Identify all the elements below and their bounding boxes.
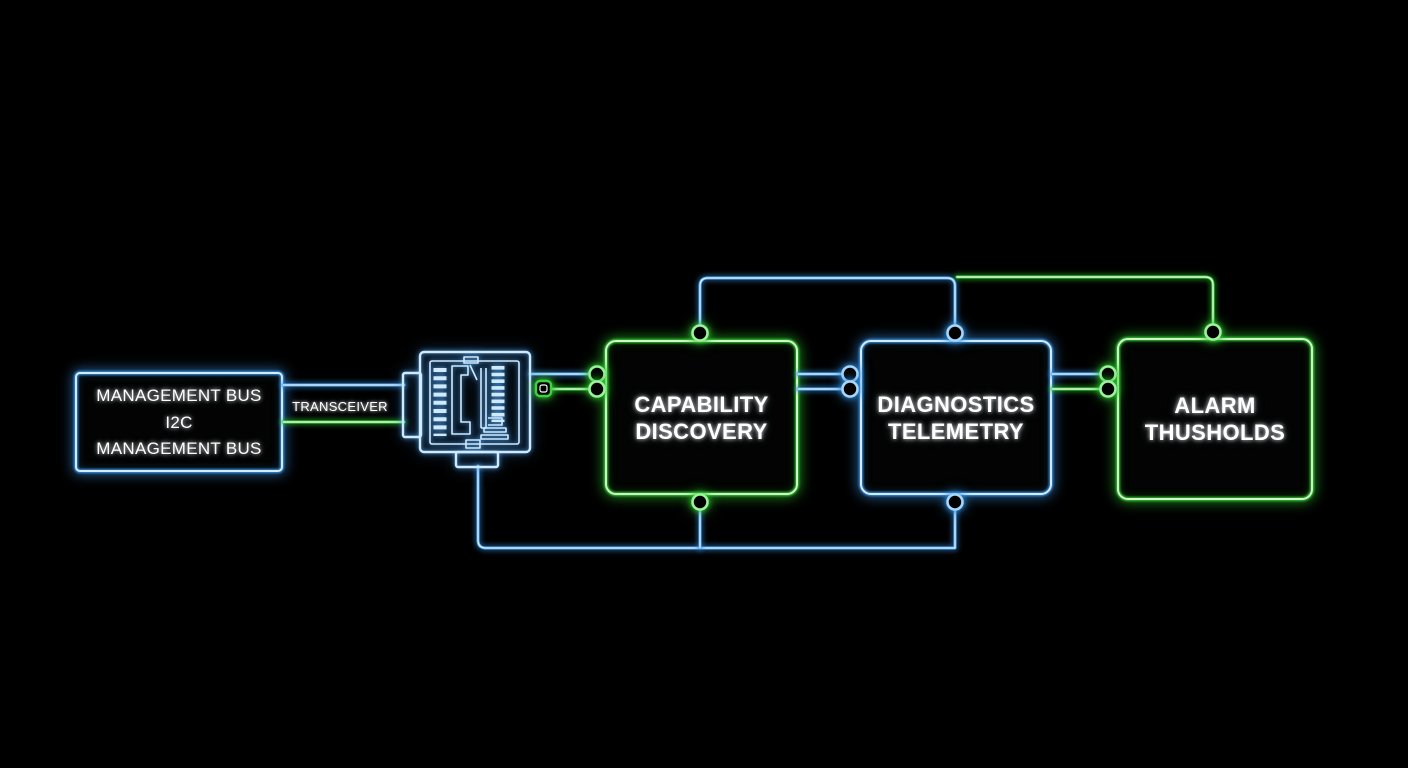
capability-discovery-line-2: DISCOVERY <box>635 418 768 444</box>
diagnostics-telemetry-line-2: TELEMETRY <box>887 418 1024 444</box>
alarm-thresholds-line-2: THUSHOLDS <box>1144 420 1286 445</box>
transceiver-output-connector <box>534 379 553 398</box>
transceiver-module-icon <box>401 350 532 469</box>
wire-top-bus-blue <box>700 278 955 333</box>
node-diagnostics-telemetry: DIAGNOSTICS TELEMETRY <box>860 340 1052 495</box>
management-bus-line-3: MANAGEMENT BUS <box>96 439 262 458</box>
port-capability-left-lower <box>588 380 606 398</box>
management-bus-line-1: MANAGEMENT BUS <box>96 386 262 405</box>
port-diagnostics-left-upper <box>841 365 859 383</box>
management-bus-line-2: I2C <box>165 412 193 432</box>
diagnostics-telemetry-line-1: DIAGNOSTICS <box>877 391 1035 417</box>
node-alarm-thresholds: ALARM THUSHOLDS <box>1117 338 1313 500</box>
port-diagnostics-bottom <box>946 493 964 511</box>
port-diagnostics-top <box>946 324 964 342</box>
node-capability-discovery: CAPABILITY DISCOVERY <box>605 340 798 495</box>
capability-discovery-line-1: CAPABILITY <box>634 391 769 417</box>
port-alarm-left-upper <box>1099 365 1117 383</box>
port-capability-bottom <box>691 493 709 511</box>
port-alarm-left-lower <box>1099 380 1117 398</box>
port-capability-top <box>691 324 709 342</box>
alarm-thresholds-line-1: ALARM <box>1174 393 1256 418</box>
transceiver-label: TRANSCEIVER <box>292 399 388 414</box>
port-diagnostics-left-lower <box>841 380 859 398</box>
wire-top-bus-green <box>957 277 1213 332</box>
port-capability-left-upper <box>588 365 606 383</box>
node-management-bus: MANAGEMENT BUS I2C MANAGEMENT BUS <box>75 372 283 472</box>
